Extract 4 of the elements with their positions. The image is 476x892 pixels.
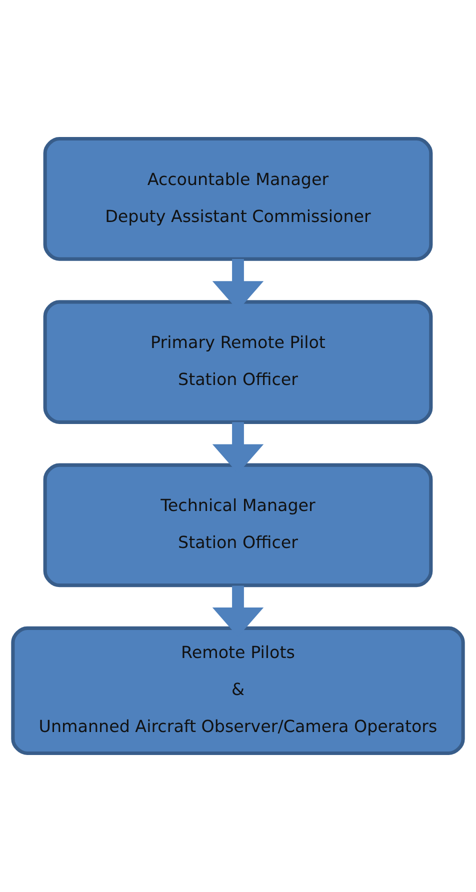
- node-box: Remote Pilots & Unmanned Aircraft Observer/Camera Operators: [11, 626, 465, 756]
- node-box: Accountable Manager Deputy Assistant Commissioner: [43, 136, 433, 261]
- node-box: Technical Manager Station Officer: [43, 463, 433, 588]
- node-box: Primary Remote Pilot Station Officer: [43, 300, 433, 424]
